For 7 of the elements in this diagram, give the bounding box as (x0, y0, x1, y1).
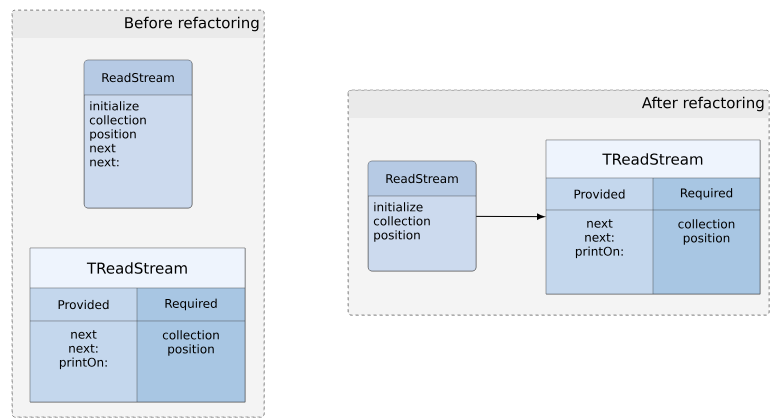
class-box: ReadStream initialize collection position (368, 160, 476, 272)
arrow (476, 214, 544, 220)
class-box: ReadStream initialize collection position next next: (84, 60, 192, 208)
group-title: Before refactoring (125, 16, 258, 32)
trait-table: TReadStream Provided Required next next: printOn: collection position (30, 248, 246, 402)
trait-table: TReadStream Provided Required next next: printOn: collection position (546, 140, 760, 294)
group-title: After refactoring (642, 96, 764, 112)
